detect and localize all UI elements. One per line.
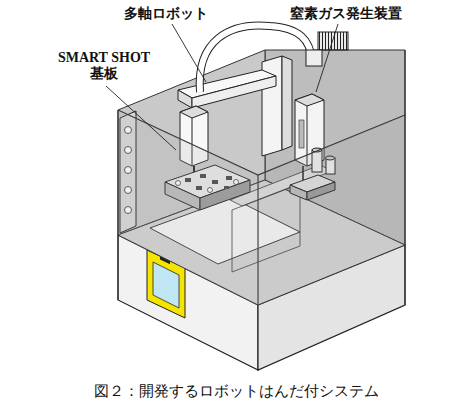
figure-caption: 図２：開発するロボットはんだ付システム bbox=[94, 382, 379, 401]
leader-line bbox=[316, 24, 338, 92]
leader-line bbox=[172, 24, 206, 82]
part-label: 窒素ガス発生装置 bbox=[290, 6, 402, 22]
leader-line bbox=[106, 86, 176, 150]
part-label: 多軸ロボット bbox=[124, 6, 208, 22]
part-label: SMART SHOT 基板 bbox=[56, 50, 152, 82]
